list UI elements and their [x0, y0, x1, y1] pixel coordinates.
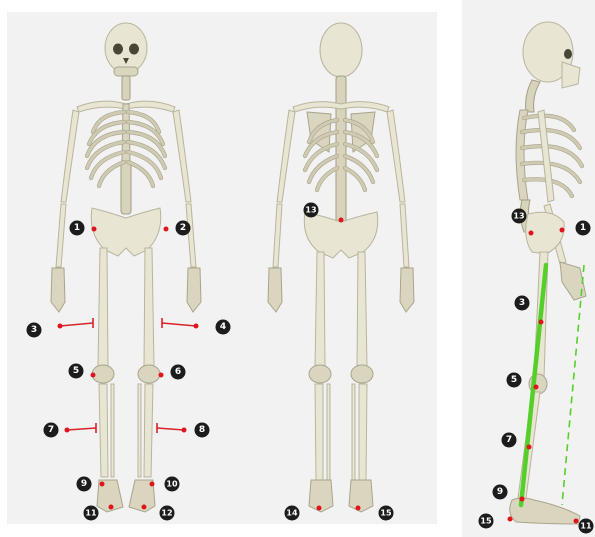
front-view-panel: 1 2 3 4 5 6 7 8 9 10 11 12: [7, 12, 245, 524]
side-badge-13: 13: [512, 209, 527, 224]
marker-dot-6: [159, 373, 164, 378]
side-view-panel: 13 1 3 5 7 9 15 11: [462, 0, 595, 537]
side-marker-dot-9: [520, 497, 525, 502]
svg-text:8: 8: [199, 425, 205, 435]
svg-text:14: 14: [286, 509, 298, 518]
side-neck: [526, 80, 540, 112]
badge-3: 3: [27, 323, 42, 338]
side-marker-dot-11: [574, 519, 579, 524]
svg-text:11: 11: [580, 522, 592, 531]
svg-text:13: 13: [305, 206, 316, 215]
side-marker-dot-15: [508, 517, 513, 522]
front-femurs: [92, 248, 160, 383]
front-skull: [105, 23, 147, 76]
back-view-panel: 13 14 15: [245, 12, 437, 524]
badge-12: 12: [160, 506, 175, 521]
back-legs: [309, 252, 373, 480]
marker-dot-2: [164, 227, 169, 232]
marker-dot-5: [91, 373, 96, 378]
side-badge-5: 5: [507, 373, 522, 388]
svg-text:9: 9: [497, 487, 503, 497]
marker-dot-10: [150, 482, 155, 487]
svg-text:7: 7: [506, 435, 512, 445]
marker-dot-9: [100, 482, 105, 487]
svg-text:5: 5: [73, 366, 79, 376]
leader-7: [67, 428, 96, 430]
svg-text:15: 15: [380, 509, 392, 518]
side-marker-dot-3: [539, 320, 544, 325]
side-skeleton-figure: 13 1 3 5 7 9 15 11: [462, 0, 595, 537]
side-badge-1: 1: [576, 221, 591, 236]
badge-8: 8: [195, 423, 210, 438]
svg-text:1: 1: [580, 223, 586, 233]
svg-text:6: 6: [175, 367, 181, 377]
front-skeleton-figure: 1 2 3 4 5 6 7 8 9 10 11 12: [7, 12, 245, 524]
back-skull: [320, 23, 362, 77]
marker-dot-14: [317, 506, 322, 511]
back-skeleton-figure: 13 14 15: [245, 12, 437, 524]
side-badge-3: 3: [515, 296, 530, 311]
marker-dot-8: [182, 428, 187, 433]
svg-text:10: 10: [166, 480, 178, 489]
svg-text:1: 1: [74, 223, 80, 233]
svg-text:13: 13: [513, 212, 524, 221]
marker-dot-11: [109, 505, 114, 510]
badge-14: 14: [285, 506, 300, 521]
svg-text:3: 3: [31, 325, 37, 335]
badge-9: 9: [77, 477, 92, 492]
svg-text:11: 11: [85, 509, 97, 518]
badge-4: 4: [216, 320, 231, 335]
badge-15: 15: [379, 506, 394, 521]
front-tibias: [99, 384, 153, 477]
badge-10: 10: [165, 477, 180, 492]
vertical-reference-line: [562, 265, 584, 505]
badge-6: 6: [171, 365, 186, 380]
leader-3: [60, 323, 93, 326]
side-marker-dot-13: [529, 231, 534, 236]
marker-dot-3: [58, 324, 63, 329]
badge-11: 11: [84, 506, 99, 521]
leader-8: [157, 428, 184, 430]
svg-text:3: 3: [519, 298, 525, 308]
side-badge-15: 15: [479, 514, 494, 529]
svg-text:2: 2: [180, 223, 186, 233]
badge-1: 1: [70, 221, 85, 236]
marker-dot-1: [92, 227, 97, 232]
svg-text:5: 5: [511, 375, 517, 385]
side-marker-dot-7: [527, 445, 532, 450]
badge-7: 7: [44, 423, 59, 438]
leader-4: [162, 323, 196, 326]
marker-dot-13: [339, 218, 344, 223]
side-marker-dot-1: [560, 228, 565, 233]
side-marker-dot-5: [534, 385, 539, 390]
side-badge-11: 11: [579, 519, 594, 534]
marker-dot-7: [65, 428, 70, 433]
marker-dot-12: [142, 505, 147, 510]
badge-13: 13: [304, 203, 319, 218]
svg-text:9: 9: [81, 479, 87, 489]
side-badge-7: 7: [502, 433, 517, 448]
badge-5: 5: [69, 364, 84, 379]
svg-text:4: 4: [220, 322, 226, 332]
badge-2: 2: [176, 221, 191, 236]
back-spine: [336, 76, 346, 226]
marker-dot-4: [194, 324, 199, 329]
svg-text:12: 12: [161, 509, 172, 518]
svg-text:7: 7: [48, 425, 54, 435]
side-skull: [523, 22, 580, 88]
marker-dot-15: [356, 506, 361, 511]
side-badge-9: 9: [493, 485, 508, 500]
svg-text:15: 15: [480, 517, 492, 526]
